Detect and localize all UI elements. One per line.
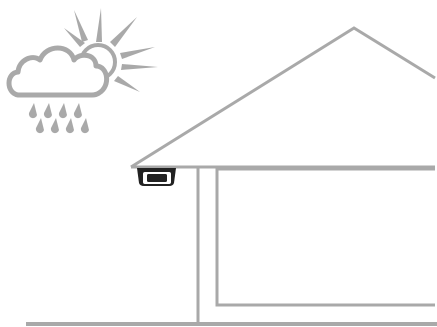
sun-ray	[110, 17, 137, 47]
sun-ray	[121, 64, 158, 70]
rain-drop	[44, 103, 52, 118]
rain-drops	[29, 103, 89, 133]
eave-mounted-sensor-icon	[137, 168, 176, 186]
rain-drop	[36, 118, 44, 133]
sun-ray	[96, 8, 102, 42]
house-window	[217, 169, 435, 305]
rain-drop	[29, 103, 37, 118]
cloud-shape	[9, 48, 107, 95]
sun-ray	[114, 76, 140, 92]
rain-drop	[51, 118, 59, 133]
house-roof	[131, 28, 435, 167]
rain-drop	[59, 103, 67, 118]
rain-drop	[81, 118, 89, 133]
sensor-lens	[147, 174, 167, 182]
rain-drop	[66, 118, 74, 133]
rain-drop	[74, 103, 82, 118]
sun-ray	[120, 47, 155, 59]
sun-behind-rain-cloud-icon	[9, 8, 158, 133]
